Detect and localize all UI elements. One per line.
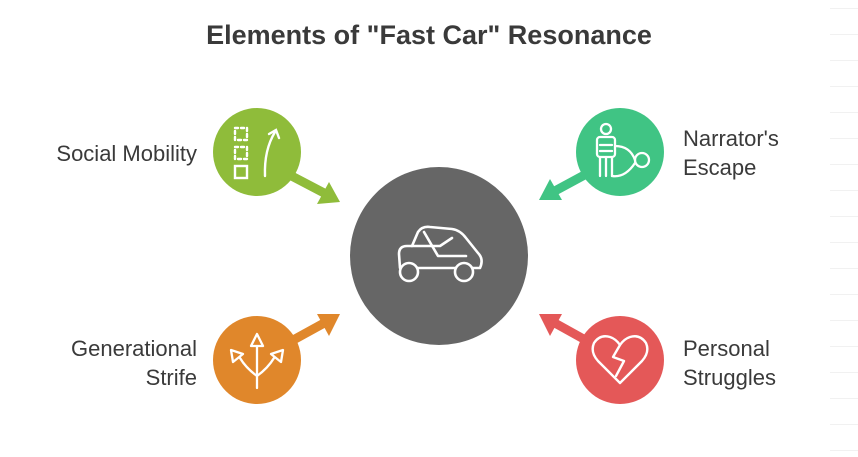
arrow-narrators-escape <box>539 168 593 200</box>
label-generational-strife: Generational Strife <box>71 336 197 390</box>
label-narrators-escape: Narrator's Escape <box>683 126 779 180</box>
label-personal-struggles: Personal Struggles <box>683 336 776 390</box>
narrators-escape-circle <box>576 108 664 196</box>
diverging-arrows-icon <box>229 332 285 390</box>
label-social-mobility: Social Mobility <box>56 141 197 166</box>
broken-heart-icon <box>591 335 649 385</box>
arrow-personal-struggles <box>539 314 592 346</box>
person-escape-icon <box>595 122 651 178</box>
social-mobility-circle <box>213 108 301 196</box>
car-icon <box>397 225 483 283</box>
diagram-title: Elements of "Fast Car" Resonance <box>206 20 652 50</box>
ladder-arrow-icon <box>233 126 281 180</box>
